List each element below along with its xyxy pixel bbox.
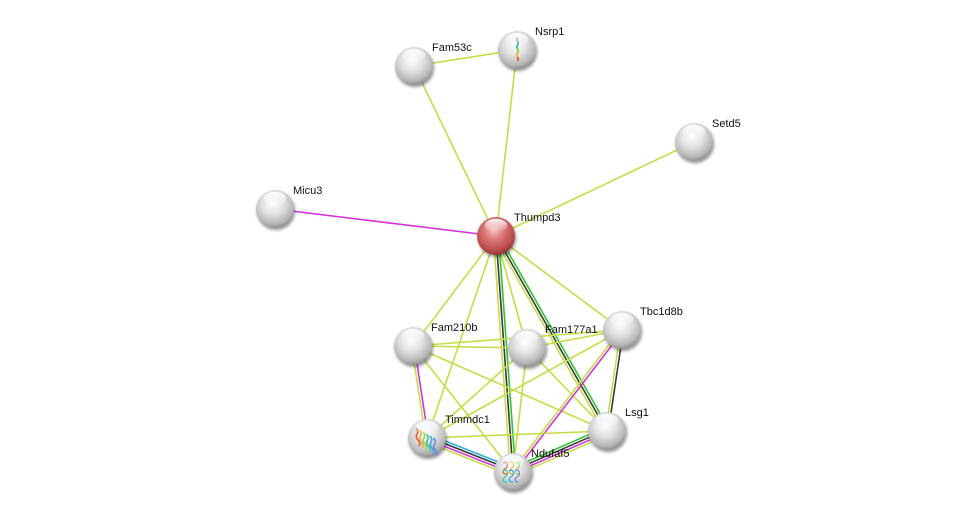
edge-line-coexpression bbox=[495, 235, 608, 432]
edge-line-textmining bbox=[492, 236, 512, 473]
edge-fam210b-fam177a1[interactable] bbox=[412, 345, 528, 349]
node-label: Thumpd3 bbox=[514, 212, 560, 224]
edge-micu3-thumpd3[interactable] bbox=[274, 208, 497, 237]
edge-thumpd3-tbc1d8b[interactable] bbox=[495, 235, 623, 331]
node-fam177a1[interactable]: Fam177a1 bbox=[508, 324, 598, 367]
edge-line-textmining bbox=[526, 347, 608, 432]
sphere-highlight bbox=[610, 312, 634, 327]
edge-line-textmining bbox=[495, 141, 695, 237]
edge-line-experiments bbox=[274, 208, 497, 237]
edge-tbc1d8b-timmdc1[interactable] bbox=[426, 329, 623, 439]
node-lsg1[interactable]: Lsg1 bbox=[588, 407, 649, 450]
edge-line-textmining bbox=[412, 345, 528, 349]
edge-tbc1d8b-ndufaf5[interactable] bbox=[511, 328, 624, 474]
sphere-highlight bbox=[682, 124, 706, 139]
edge-line-textmining bbox=[426, 329, 623, 439]
edge-line-textmining bbox=[412, 235, 497, 347]
node-fam210b[interactable]: Fam210b bbox=[394, 322, 477, 365]
node-thumpd3[interactable]: Thumpd3 bbox=[477, 212, 560, 255]
node-setd5[interactable]: Setd5 bbox=[675, 118, 741, 161]
sphere-highlight bbox=[595, 413, 619, 428]
node-label: Ndufaf5 bbox=[531, 448, 570, 460]
edge-fam53c-thumpd3[interactable] bbox=[413, 65, 497, 237]
edge-fam177a1-timmdc1[interactable] bbox=[426, 347, 528, 439]
sphere-highlight bbox=[263, 191, 287, 206]
edge-fam177a1-lsg1[interactable] bbox=[526, 347, 608, 432]
node-tbc1d8b[interactable]: Tbc1d8b bbox=[603, 306, 683, 349]
node-micu3[interactable]: Micu3 bbox=[256, 185, 322, 228]
edge-line-neighborhood bbox=[497, 234, 610, 431]
node-ndufaf5[interactable]: Ndufaf5 bbox=[494, 448, 570, 491]
edge-nsrp1-thumpd3[interactable] bbox=[495, 49, 518, 237]
edge-line-textmining bbox=[426, 430, 608, 439]
node-fam53c[interactable]: Fam53c bbox=[395, 42, 472, 85]
edge-fam210b-ndufaf5[interactable] bbox=[412, 345, 514, 473]
node-label: Setd5 bbox=[712, 118, 741, 130]
edge-timmdc1-lsg1[interactable] bbox=[426, 430, 608, 439]
edge-thumpd3-ndufaf5[interactable] bbox=[492, 235, 517, 473]
edge-thumpd3-timmdc1[interactable] bbox=[426, 235, 497, 439]
sphere-highlight bbox=[515, 330, 539, 345]
node-nsrp1[interactable]: Nsrp1 bbox=[498, 26, 564, 69]
sphere-highlight bbox=[402, 48, 426, 63]
edge-line-textmining bbox=[495, 235, 528, 349]
node-label: Fam177a1 bbox=[545, 324, 598, 336]
node-label: Micu3 bbox=[293, 185, 322, 197]
edge-line-textmining bbox=[412, 345, 514, 473]
edge-line-textmining bbox=[495, 235, 623, 331]
node-label: Lsg1 bbox=[625, 407, 649, 419]
edge-line-textmining bbox=[426, 235, 497, 439]
edge-line-textmining bbox=[511, 328, 622, 472]
edge-setd5-thumpd3[interactable] bbox=[495, 141, 695, 237]
edge-thumpd3-fam177a1[interactable] bbox=[495, 235, 528, 349]
edge-fam210b-lsg1[interactable] bbox=[412, 345, 608, 432]
sphere-highlight bbox=[505, 32, 529, 47]
sphere-highlight bbox=[415, 420, 439, 435]
node-label: Fam210b bbox=[431, 322, 477, 334]
edge-line-neighborhood bbox=[497, 235, 517, 472]
edge-line-textmining bbox=[412, 345, 608, 432]
node-label: Nsrp1 bbox=[535, 26, 564, 38]
edge-fam177a1-ndufaf5[interactable] bbox=[512, 347, 528, 473]
node-label: Fam53c bbox=[432, 42, 472, 54]
edge-line-textmining bbox=[512, 347, 528, 473]
sphere-highlight bbox=[401, 328, 425, 343]
sphere-highlight bbox=[484, 218, 508, 233]
sphere-highlight bbox=[501, 454, 525, 469]
edge-thumpd3-fam210b[interactable] bbox=[412, 235, 497, 347]
node-label: Tbc1d8b bbox=[640, 306, 683, 318]
edge-line-experiments bbox=[513, 330, 624, 474]
edge-line-textmining bbox=[495, 49, 518, 237]
node-label: Timmdc1 bbox=[445, 414, 490, 426]
edge-line-coexpression bbox=[495, 235, 514, 473]
edge-line-textmining bbox=[413, 65, 497, 237]
node-timmdc1[interactable]: Timmdc1 bbox=[408, 414, 490, 457]
edge-line-textmining bbox=[426, 347, 528, 439]
